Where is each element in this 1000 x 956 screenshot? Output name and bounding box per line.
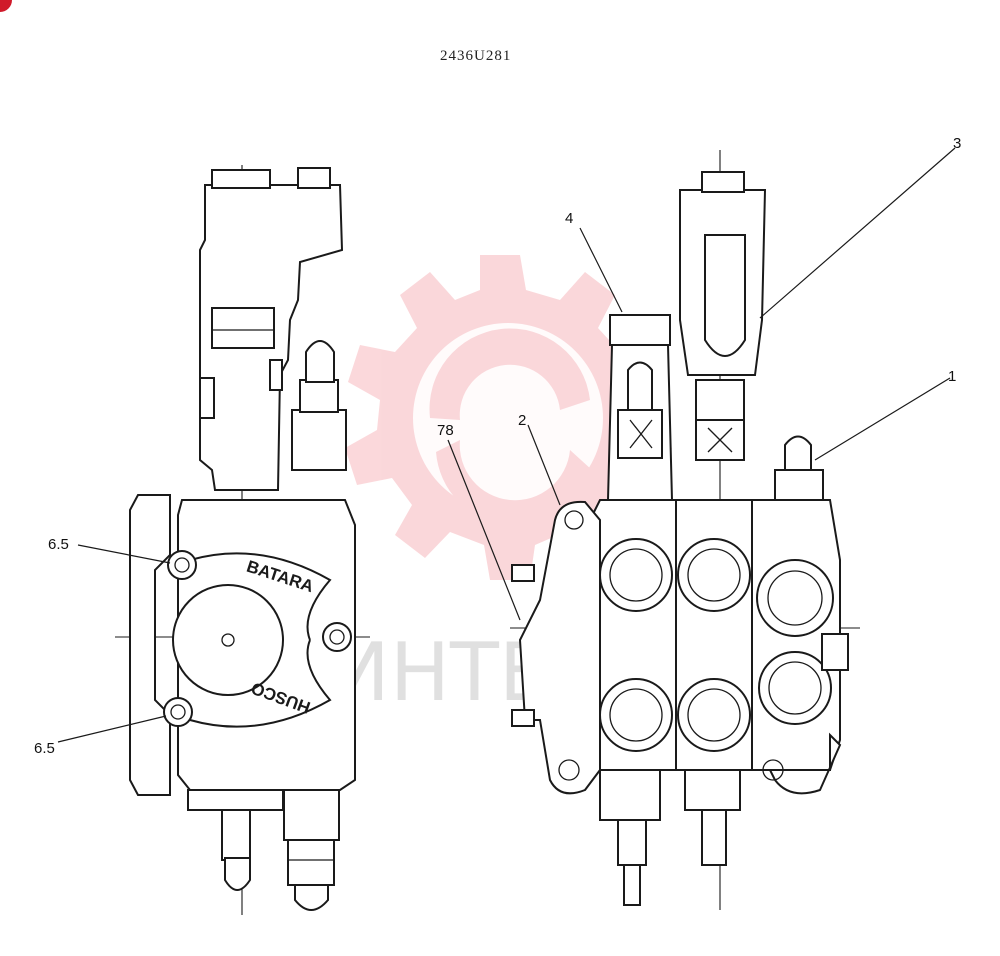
callout-6.5-lower: 6.5 — [34, 740, 55, 757]
drawing-code: 2436U281 — [440, 48, 512, 64]
leader-6.5-upper — [77, 544, 171, 564]
left-actuator-nut — [297, 167, 331, 189]
port-upper-2 — [677, 538, 751, 612]
callout-4: 4 — [565, 210, 574, 227]
callout-2: 2 — [518, 412, 527, 429]
left-sleeve — [211, 307, 275, 349]
right-inlet-block — [518, 500, 601, 795]
port-lower-3 — [758, 651, 832, 725]
callout-78: 78 — [437, 422, 454, 439]
left-side-nut-a — [199, 377, 215, 419]
left-actuator-cap — [211, 169, 271, 189]
left-spool-end — [224, 857, 251, 891]
left-bolt-upper — [167, 550, 197, 580]
left-bolt-right — [322, 622, 352, 652]
port-upper-1 — [599, 538, 673, 612]
callout-3: 3 — [953, 135, 962, 152]
left-bottom-cartridge — [283, 789, 340, 841]
left-side-flange — [129, 494, 171, 796]
right-actuator-column — [679, 189, 767, 376]
leader-4 — [579, 227, 623, 313]
callout-1: 1 — [948, 368, 957, 385]
callout-6.5-upper: 6.5 — [48, 536, 69, 553]
port-lower-2 — [677, 678, 751, 752]
right-view — [510, 150, 860, 910]
left-relief-valve — [291, 409, 347, 471]
leader-78 — [447, 439, 521, 621]
port-lower-1 — [599, 678, 673, 752]
left-view: BATARA HUSCO — [115, 165, 370, 915]
leader-2 — [527, 424, 561, 506]
left-cover-plate — [172, 584, 284, 696]
right-section-cap — [609, 314, 671, 346]
leader-3 — [759, 147, 956, 319]
left-bottom-plate — [187, 789, 284, 811]
watermark-gear-icon — [345, 255, 672, 580]
left-side-nut-b — [269, 359, 283, 391]
leader-1 — [814, 377, 951, 461]
watermark-logo — [345, 255, 672, 580]
leader-6.5-lower — [57, 715, 167, 743]
left-bolt-lower — [163, 697, 193, 727]
